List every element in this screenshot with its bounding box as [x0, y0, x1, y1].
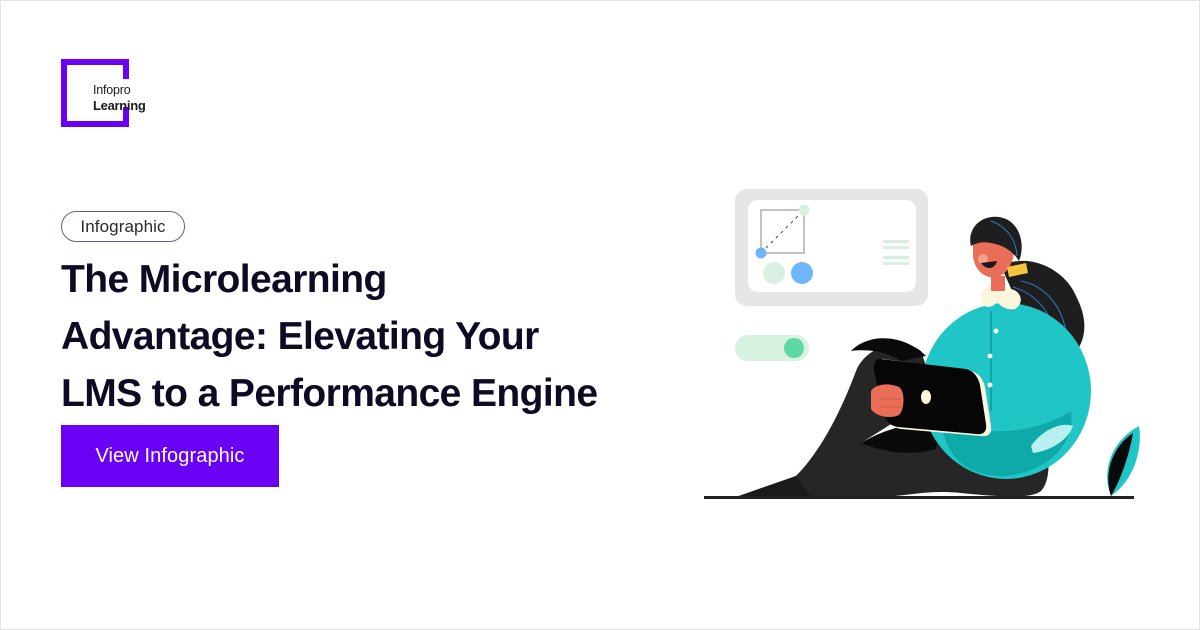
title-line-1: The Microlearning [61, 258, 387, 301]
tablet-icon [873, 358, 992, 437]
infopro-learning-logo-mark [61, 59, 129, 127]
hero-illustration [701, 181, 1151, 511]
plant-leaf-icon [1107, 426, 1140, 496]
title-line-2: Advantage: Elevating Your [61, 315, 539, 358]
logo-line-1: Infopro [93, 83, 131, 97]
woman-with-tablet-illustration [704, 189, 1140, 499]
title-line-3: LMS to a Performance Engine [61, 372, 598, 415]
dashboard-card-icon [735, 189, 928, 306]
view-infographic-button[interactable]: View Infographic [61, 425, 279, 487]
logo-wordmark: Infopro Learning [93, 83, 146, 113]
content-type-badge: Infographic [61, 211, 185, 242]
page-title: The Microlearning Advantage: Elevating Y… [61, 251, 701, 422]
logo-line-2: Learning [93, 98, 146, 113]
toggle-switch-icon [735, 335, 809, 361]
